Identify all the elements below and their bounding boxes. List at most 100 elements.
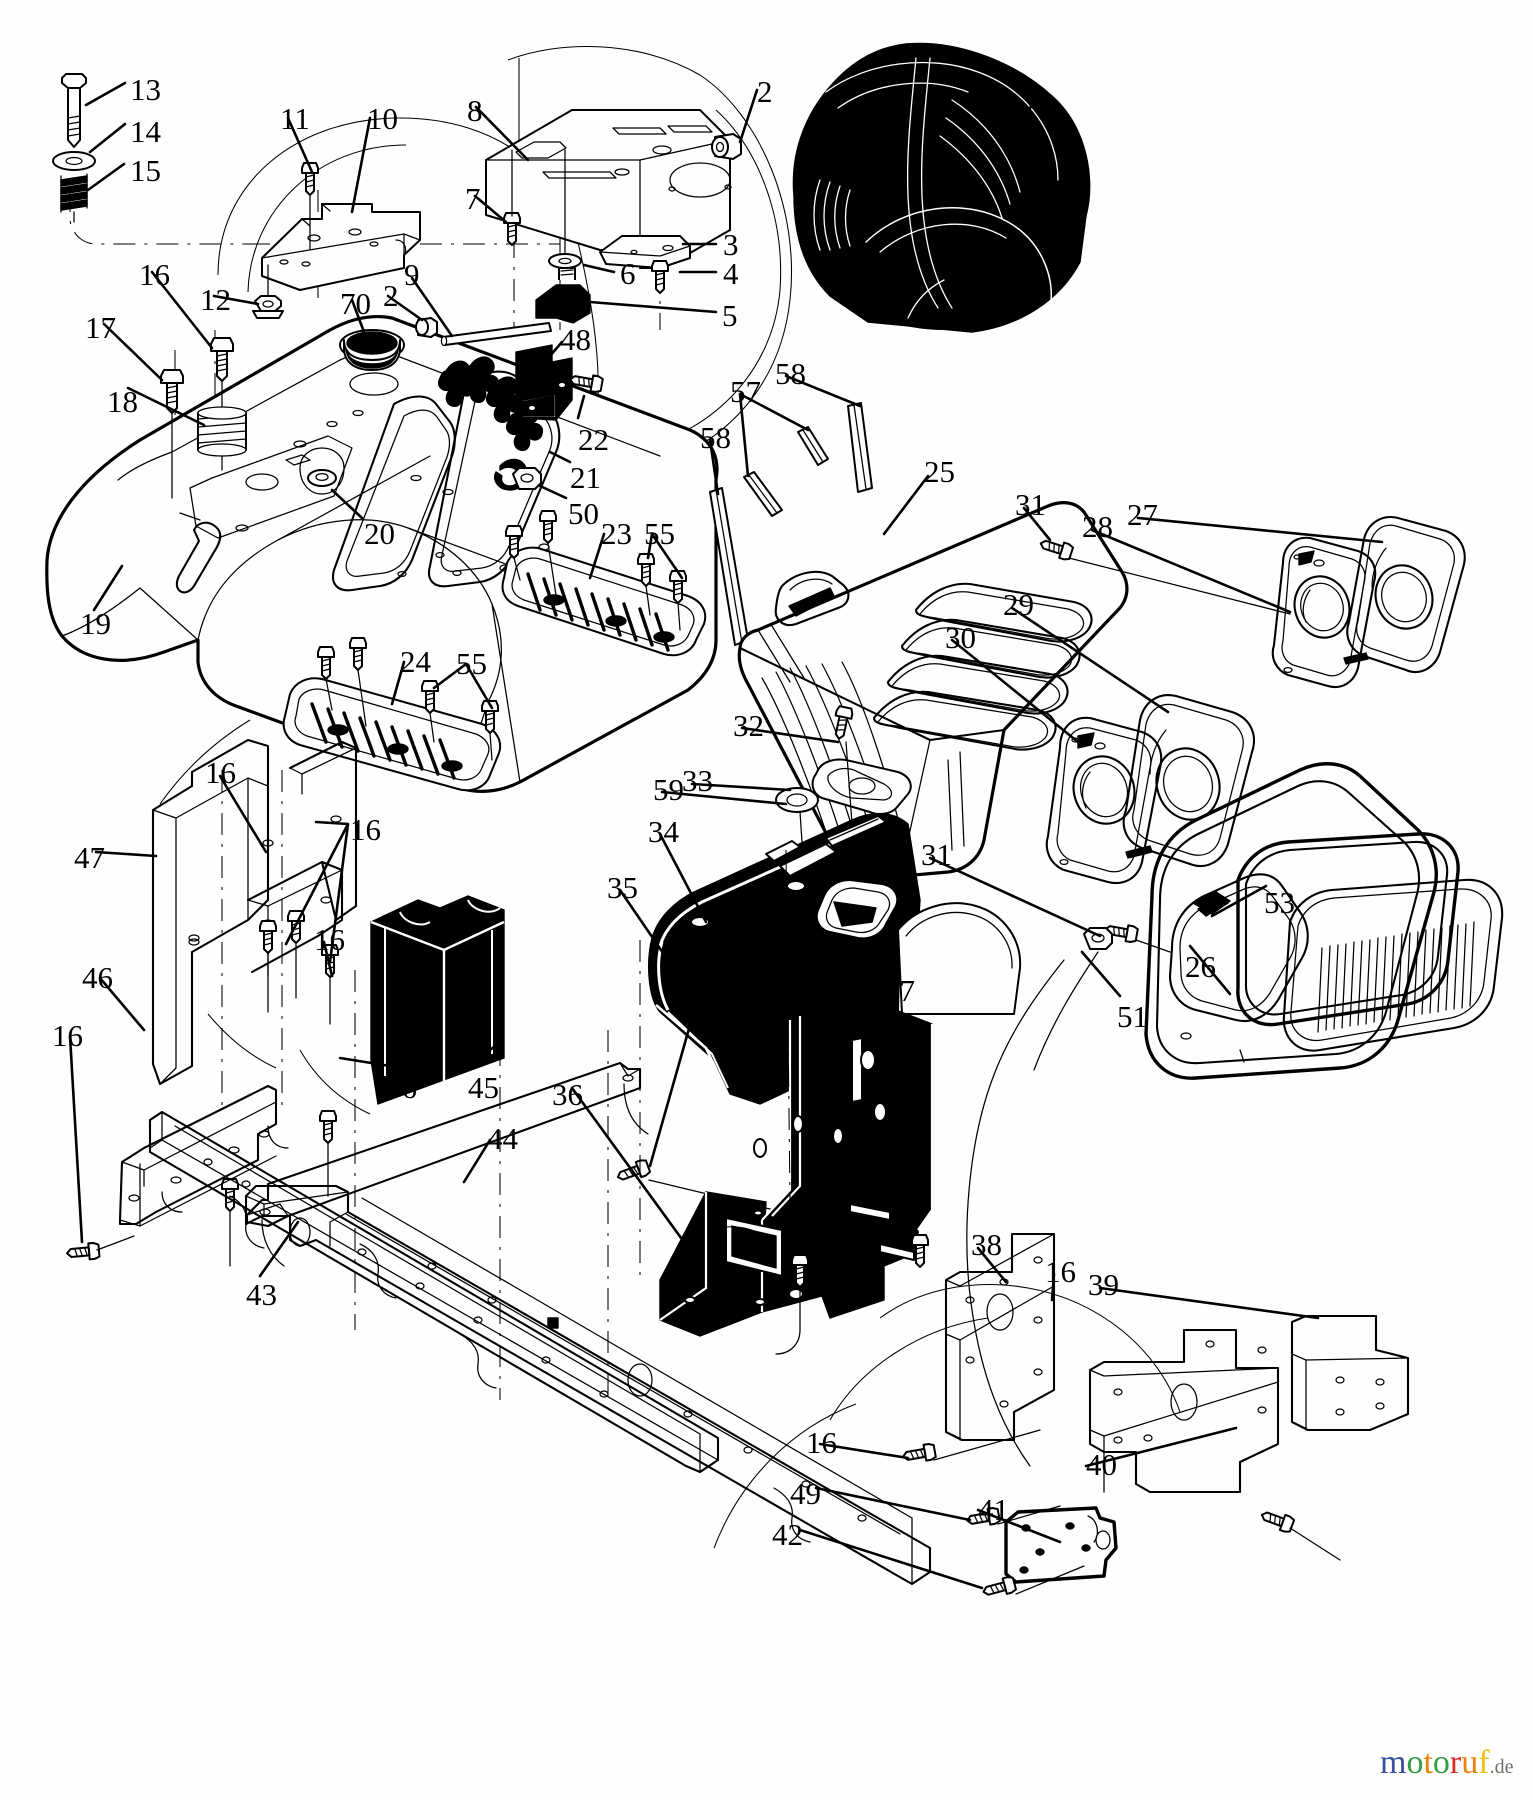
callout-12: 12 xyxy=(200,282,231,317)
callout-2-a: 2 xyxy=(757,74,773,109)
callout-46: 46 xyxy=(82,960,113,995)
callout-24: 24 xyxy=(400,644,431,679)
part-2-pivot-bushing-b xyxy=(415,317,438,338)
wm-letter-o1: o xyxy=(1406,1744,1424,1781)
part-57-hood-pin xyxy=(797,426,829,466)
part-3-seat-stop-bracket xyxy=(599,235,691,269)
wm-letter-t: t xyxy=(1423,1744,1433,1781)
part-41-hitch-plate xyxy=(1004,1506,1118,1584)
part-15-compression-spring xyxy=(60,173,88,213)
callout-27: 27 xyxy=(1127,497,1158,532)
part-40-frame-channel xyxy=(1088,1328,1280,1494)
callout-10: 10 xyxy=(367,101,398,136)
callout-16-e: 16 xyxy=(52,1018,83,1053)
callout-23: 23 xyxy=(601,516,632,551)
part-50-lock-nut xyxy=(512,467,542,490)
callout-38: 38 xyxy=(971,1227,1002,1262)
callout-45: 45 xyxy=(468,1070,499,1105)
part-59-washer xyxy=(775,787,819,813)
part-16-screw-holddown-b xyxy=(319,1110,337,1144)
wm-letter-u: u xyxy=(1461,1744,1479,1781)
callout-7: 7 xyxy=(465,181,481,216)
part-39-mounting-plate xyxy=(1290,1314,1410,1432)
part-27-headlight-lens-left xyxy=(1346,516,1466,674)
part-55-rivets-left xyxy=(317,637,499,761)
callout-31-c: 31 xyxy=(689,999,720,1034)
part-7-shoulder-screw xyxy=(503,212,521,246)
callout-31-b: 31 xyxy=(921,837,952,872)
callout-47: 47 xyxy=(74,840,105,875)
callout-19: 19 xyxy=(80,606,111,641)
part-58-hood-rod-right xyxy=(847,402,873,493)
callout-3: 3 xyxy=(723,227,739,262)
callout-1: 1 xyxy=(1038,87,1054,122)
part-4-hex-screw xyxy=(651,260,669,294)
part-5-seat-adjust-knob xyxy=(535,267,591,324)
part-20-fender-grommet xyxy=(299,447,345,495)
part-38-front-axle-bracket xyxy=(944,1232,1056,1442)
callout-37: 37 xyxy=(884,973,915,1008)
leader-lines xyxy=(68,81,1384,1590)
callout-22: 22 xyxy=(578,422,609,457)
part-44-right-frame-rail xyxy=(244,1184,932,1586)
part-37-engine-shroud xyxy=(659,999,934,1337)
part-46-frame-cross-brace xyxy=(118,1084,289,1227)
wm-letter-r: r xyxy=(1449,1744,1462,1781)
callout-40: 40 xyxy=(1086,1447,1117,1482)
part-58-hood-rod-mid xyxy=(743,471,783,517)
callout-15: 15 xyxy=(130,153,161,188)
part-16-screw-lower-a xyxy=(900,1442,938,1466)
part-12-flange-nut xyxy=(252,295,284,319)
part-26-grille-insert xyxy=(1282,878,1504,1052)
grille-slats xyxy=(1317,921,1475,1033)
part-6-washer xyxy=(548,253,582,269)
callout-16-d: 16 xyxy=(314,922,345,957)
motoruf-watermark: motoruf.de xyxy=(1380,1744,1513,1782)
callout-4: 4 xyxy=(723,256,739,291)
part-43-left-frame-rail xyxy=(148,1110,720,1474)
part-18-spring xyxy=(197,406,247,457)
callout-36: 36 xyxy=(552,1077,583,1112)
wm-letter-m: m xyxy=(1380,1744,1407,1781)
part-48-seat-switch xyxy=(515,344,573,421)
callout-44: 44 xyxy=(487,1121,518,1156)
callout-9: 9 xyxy=(404,257,420,292)
part-16-screw-lower-b xyxy=(1258,1506,1296,1535)
callout-21: 21 xyxy=(570,460,601,495)
part-55-rivets-right xyxy=(505,510,687,631)
part-16-screw-a xyxy=(210,337,234,382)
callout-32: 32 xyxy=(733,708,764,743)
callout-51: 51 xyxy=(1117,999,1148,1034)
callout-55-a: 55 xyxy=(644,516,675,551)
part-13-carriage-bolt xyxy=(61,73,87,148)
callout-58-b: 58 xyxy=(700,420,731,455)
callout-70: 70 xyxy=(340,286,371,321)
part-2-pivot-bushing-a xyxy=(711,133,742,160)
callout-50: 50 xyxy=(568,496,599,531)
callout-58-a: 58 xyxy=(775,356,806,391)
callout-48: 48 xyxy=(560,322,591,357)
callout-30: 30 xyxy=(945,620,976,655)
callout-20: 20 xyxy=(364,516,395,551)
callout-16-h: 16 xyxy=(806,1425,837,1460)
callout-57: 57 xyxy=(730,374,761,409)
callout-42: 42 xyxy=(772,1517,803,1552)
callout-56: 56 xyxy=(386,1070,417,1105)
wm-letter-o2: o xyxy=(1432,1744,1450,1781)
phantom-lower xyxy=(159,719,1181,1549)
callout-17: 17 xyxy=(85,310,116,345)
callout-13: 13 xyxy=(130,72,161,107)
part-1-seat-cushion xyxy=(792,42,1091,333)
part-56-battery-hold-down xyxy=(245,1061,649,1267)
callout-35: 35 xyxy=(607,870,638,905)
fender-decal-outline xyxy=(332,395,456,592)
wm-letter-f: f xyxy=(1478,1744,1490,1781)
callout-41: 41 xyxy=(978,1492,1009,1527)
part-70-fuel-grommet xyxy=(339,329,405,396)
callout-59: 59 xyxy=(653,772,684,807)
callout-33: 33 xyxy=(682,763,713,798)
callout-39: 39 xyxy=(1088,1267,1119,1302)
callout-16-b: 16 xyxy=(205,755,236,790)
